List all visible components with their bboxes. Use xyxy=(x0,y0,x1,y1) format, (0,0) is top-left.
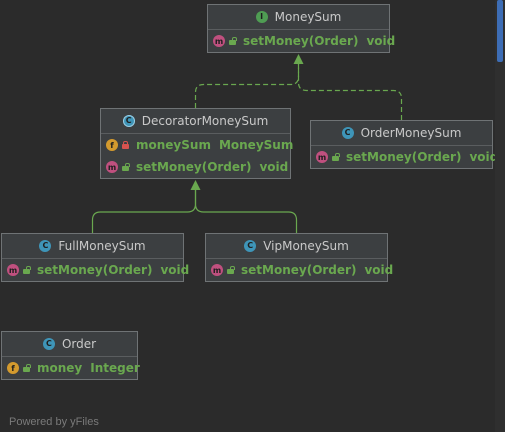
uml-member-row[interactable]: f money Integer xyxy=(2,357,140,379)
uml-member-row[interactable]: m setMoney(Order) void xyxy=(206,259,393,281)
uml-node-title: VipMoneySum xyxy=(263,239,349,253)
interface-kind-icon: I xyxy=(255,11,268,23)
realization-edge-ordermoneysum-to-moneysum[interactable] xyxy=(297,63,403,120)
member-type: Integer xyxy=(90,361,140,375)
unlocked-lock-icon xyxy=(23,266,31,274)
field-icon: f xyxy=(7,362,19,374)
member-name: setMoney(Order) xyxy=(243,34,359,48)
method-icon: m xyxy=(7,264,19,276)
realization-edge-decoratormoneysum-to-moneysum[interactable] xyxy=(194,63,300,108)
uml-member-row[interactable]: m setMoney(Order) void xyxy=(311,146,498,168)
member-type: MoneySum xyxy=(218,138,294,152)
unlocked-lock-icon xyxy=(122,163,130,171)
uml-member-row[interactable]: m setMoney(Order) void xyxy=(208,30,395,52)
uml-node-order[interactable]: C Order f money Integer xyxy=(1,331,140,380)
unlocked-lock-icon xyxy=(23,364,31,372)
method-icon: m xyxy=(211,264,223,276)
uml-node-title: OrderMoneySum xyxy=(360,126,462,140)
uml-member-row[interactable]: m setMoney(Order) void xyxy=(101,156,290,178)
uml-node-decoratormoneysum[interactable]: C DecoratorMoneySum f moneySum MoneySum m setM… xyxy=(100,108,294,179)
method-icon: m xyxy=(213,35,225,47)
uml-node-fullmoneysum[interactable]: C FullMoneySum m setMoney(Order) void xyxy=(1,233,189,282)
uml-node-title: MoneySum xyxy=(274,10,342,24)
member-type: void xyxy=(160,263,190,277)
uml-node-header: C FullMoneySum xyxy=(2,234,183,259)
uml-node-title: DecoratorMoneySum xyxy=(141,114,269,128)
class-kind-icon: C xyxy=(244,240,257,252)
unlocked-lock-icon xyxy=(332,153,340,161)
member-name: moneySum xyxy=(136,138,211,152)
field-icon: f xyxy=(106,139,118,151)
vertical-scrollbar-track[interactable] xyxy=(495,0,505,432)
uml-node-header: C Order xyxy=(2,332,137,357)
member-name: setMoney(Order) xyxy=(241,263,357,277)
member-type: void xyxy=(364,263,394,277)
locked-lock-icon xyxy=(122,141,129,149)
unlocked-lock-icon xyxy=(227,266,235,274)
member-name: setMoney(Order) xyxy=(136,160,252,174)
method-icon: m xyxy=(106,161,118,173)
method-icon: m xyxy=(316,151,328,163)
class-kind-icon: C xyxy=(341,127,354,139)
uml-node-moneysum[interactable]: I MoneySum m setMoney(Order) void xyxy=(207,4,395,53)
inheritance-edge-fullmoneysum-to-decoratormoneysum[interactable] xyxy=(91,189,197,233)
uml-member-row[interactable]: f moneySum MoneySum xyxy=(101,134,294,156)
arrowhead-decoratormoneysum xyxy=(190,180,201,190)
uml-member-row[interactable]: m setMoney(Order) void xyxy=(2,259,189,281)
member-name: setMoney(Order) xyxy=(346,150,462,164)
unlocked-lock-icon xyxy=(229,37,237,45)
uml-node-header: C OrderMoneySum xyxy=(311,121,492,146)
member-type: void xyxy=(259,160,289,174)
member-name: setMoney(Order) xyxy=(37,263,153,277)
abstract-kind-icon: C xyxy=(122,115,135,127)
member-name: money xyxy=(37,361,83,375)
uml-node-title: FullMoneySum xyxy=(58,239,146,253)
uml-node-vipmoneysum[interactable]: C VipMoneySum m setMoney(Order) void xyxy=(205,233,393,282)
inheritance-edge-vipmoneysum-to-decoratormoneysum[interactable] xyxy=(194,189,298,233)
uml-node-header: C DecoratorMoneySum xyxy=(101,109,290,134)
arrowhead-moneysum xyxy=(293,54,304,64)
uml-node-ordermoneysum[interactable]: C OrderMoneySum m setMoney(Order) void xyxy=(310,120,498,169)
vertical-scrollbar-thumb[interactable] xyxy=(497,0,503,62)
class-kind-icon: C xyxy=(42,338,55,350)
member-type: void xyxy=(366,34,396,48)
uml-node-title: Order xyxy=(61,337,97,351)
member-type: void xyxy=(469,150,499,164)
uml-node-header: I MoneySum xyxy=(208,5,389,30)
class-kind-icon: C xyxy=(39,240,52,252)
powered-by-footer: Powered by yFiles xyxy=(9,416,99,428)
uml-node-header: C VipMoneySum xyxy=(206,234,387,259)
